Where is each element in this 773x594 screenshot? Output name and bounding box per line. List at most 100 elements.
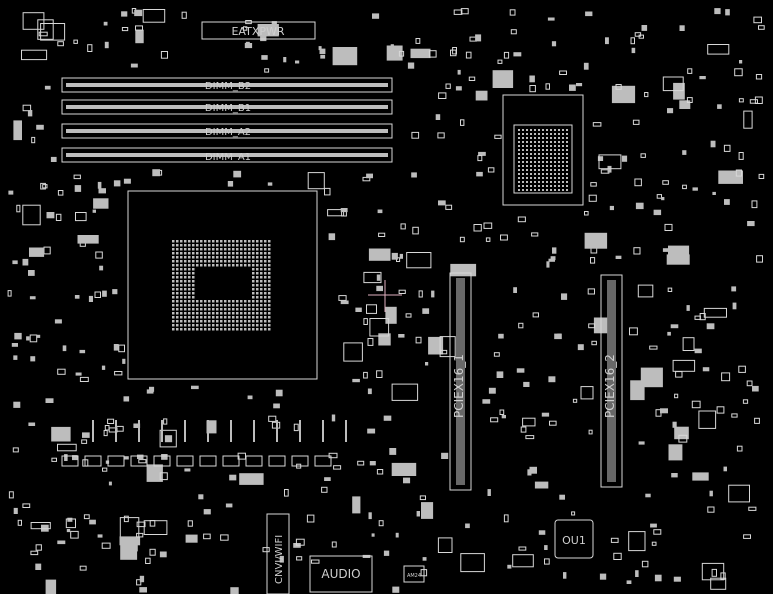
dimm-slot-a1[interactable]: DIMM_A1 [61,147,393,163]
cpu-pad [232,252,235,255]
cpu-pad [252,240,255,243]
cpu-pad [240,308,243,311]
eatxpwr-connector[interactable] [201,21,316,40]
footprint [74,185,82,192]
footprint [687,68,693,74]
ou1-chip[interactable] [554,519,594,559]
cpu-pad [204,252,207,255]
footprint [29,296,36,300]
cpu-pad [212,324,215,327]
chipset-outline[interactable] [502,94,584,206]
chipset-pad [530,129,532,131]
footprint [389,448,397,455]
pcie-x16-slot-1[interactable]: PCIEX16_1 [449,272,472,491]
cpu-pad [224,252,227,255]
cpu-pad [176,240,179,243]
footprint [81,439,88,444]
chipset-pad [526,161,528,163]
cpu-pad [220,264,223,267]
footprint [268,415,277,422]
footprint [638,34,644,39]
cpu-pad [228,324,231,327]
cpu-pad [240,304,243,307]
footprint [529,75,535,83]
chipset-pad [538,173,540,175]
cpu-pad [180,308,183,311]
footprint [36,124,44,130]
cpu-pad [200,308,203,311]
footprint [390,44,394,49]
footprint [57,540,66,545]
cpu-pad [248,312,251,315]
cpu-pad [268,304,271,307]
cpu-pad [268,280,271,283]
footprint [465,523,470,529]
cpu-pad [184,292,187,295]
footprint [473,224,482,232]
footprint [398,50,405,57]
footprint [367,388,372,395]
footprint [723,144,731,152]
chipset-pad [522,137,524,139]
footprint [22,104,32,112]
chipset-pad [518,185,520,187]
footprint [609,205,614,211]
footprint [522,417,536,427]
chipset-pad [538,137,540,139]
cpu-pad [268,272,271,275]
cpu-pad [236,300,239,303]
cpu-pad [252,324,255,327]
cpu-pad [244,252,247,255]
cpu-pad [180,328,183,331]
cpu-pad [212,320,215,323]
footprint [376,285,383,292]
chipset-pad [546,141,548,143]
pcie-x16-slot-2[interactable]: PCIEX16_2 [600,274,623,488]
cpu-pad [188,328,191,331]
cpu-pad [244,248,247,251]
chipset-pad [554,165,556,167]
chipset-pad [566,189,568,191]
cpu-pad [188,284,191,287]
footprint [584,211,589,216]
cnvi-wifi-slot[interactable] [266,513,290,594]
footprint [664,223,673,231]
footprint [682,184,687,190]
cpu-socket[interactable] [127,190,318,380]
footprint [445,83,451,89]
chipset-pad [538,129,540,131]
footprint [644,92,649,98]
vrm-inductor [199,455,217,467]
footprint [645,493,651,498]
footprint [425,362,429,366]
cpu-pad [260,268,263,271]
cpu-pad [256,248,259,251]
cpu-pad [196,324,199,327]
dimm-slot-b1[interactable]: DIMM_B1 [61,99,393,115]
chipset-pad [518,129,520,131]
chipset-pad [522,185,524,187]
footprint [534,481,549,489]
cpu-pad [220,260,223,263]
cpu-pad [216,260,219,263]
chipset-pad [566,173,568,175]
footprint [73,39,78,44]
chipset-pad [530,185,532,187]
cpu-pad [192,264,195,267]
chipset-pad [562,157,564,159]
audio-codec[interactable] [309,555,373,593]
footprint [717,104,722,109]
am24-chip[interactable] [403,565,425,583]
footprint [588,323,596,329]
footprint [87,44,93,53]
dimm-slot-b2[interactable]: DIMM_B2 [61,77,393,93]
chipset-pad [566,185,568,187]
cpu-pad [196,264,199,267]
footprint [679,100,691,109]
dimm-slot-a2[interactable]: DIMM_A2 [61,123,393,139]
cpu-pad [240,320,243,323]
footprint [13,507,18,514]
chipset-pad [542,177,544,179]
footprint [400,223,406,230]
